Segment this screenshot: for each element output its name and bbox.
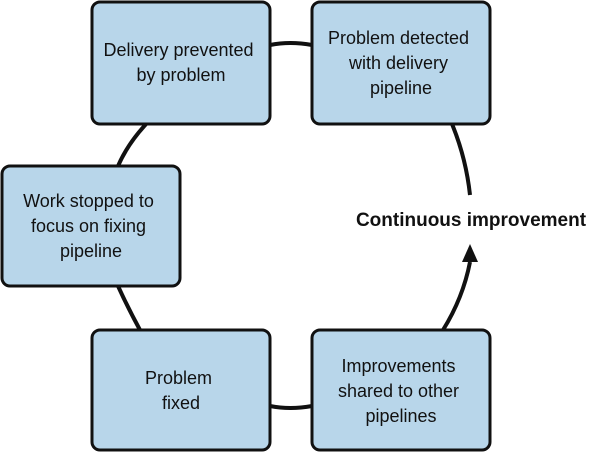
step-box-delivery-prevented: Delivery prevented by problem xyxy=(90,0,272,126)
step-box-problem-detected: Problem detected with delivery pipeline xyxy=(310,0,492,126)
step-line: Problem xyxy=(145,368,212,388)
step-line: pipeline xyxy=(370,78,432,98)
step-line: pipelines xyxy=(365,406,436,426)
cycle-arrowhead xyxy=(462,244,478,262)
step-line: Work stopped to xyxy=(23,191,154,211)
step-text: Problem detected with delivery pipeline xyxy=(328,28,474,98)
step-line: Delivery prevented xyxy=(103,40,253,60)
step-line: Problem detected xyxy=(328,28,469,48)
step-line: focus on fixing xyxy=(31,216,146,236)
cycle-arc-left-lower xyxy=(116,285,142,331)
cycle-arc-left-upper xyxy=(116,120,150,167)
step-text: Delivery prevented by problem xyxy=(103,40,258,85)
cycle-arc-bottom xyxy=(269,404,313,410)
step-box-work-stopped: Work stopped to focus on fixing pipeline xyxy=(0,164,182,288)
step-text: Work stopped to focus on fixing pipeline xyxy=(23,191,159,261)
step-box-problem-fixed: Problem fixed xyxy=(90,328,272,452)
cycle-arc-top xyxy=(269,41,313,47)
step-box-improvements-shared: Improvements shared to other pipelines xyxy=(310,328,492,452)
cycle-arc-right-upper xyxy=(450,123,472,196)
step-line: fixed xyxy=(162,393,200,413)
step-line: with delivery xyxy=(348,53,448,73)
step-line: pipeline xyxy=(60,241,122,261)
step-line: shared to other xyxy=(338,381,459,401)
cycle-arc-right-lower xyxy=(441,261,472,332)
continuous-improvement-label: Continuous improvement xyxy=(356,210,587,231)
step-text: Problem fixed xyxy=(145,368,217,413)
step-line: Improvements xyxy=(341,356,455,376)
cycle-loop xyxy=(116,41,478,410)
step-text: Improvements shared to other pipelines xyxy=(338,356,464,426)
step-line: by problem xyxy=(136,65,225,85)
